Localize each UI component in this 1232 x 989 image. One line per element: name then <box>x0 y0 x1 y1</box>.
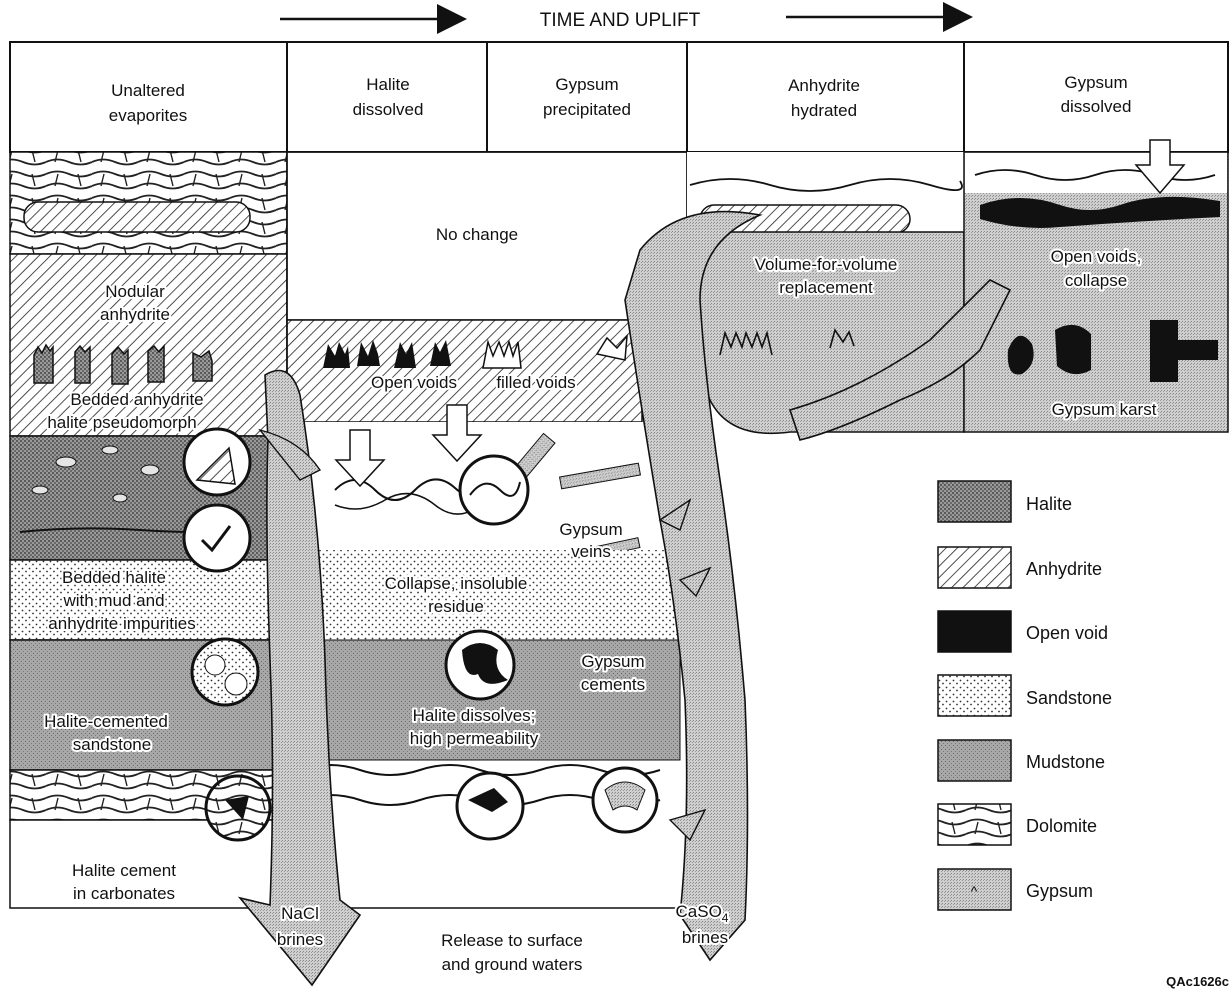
time-uplift-header: TIME AND UPLIFT <box>280 10 968 31</box>
label-halite-cemented-line2: sandstone <box>73 735 151 754</box>
legend-label-sandstone: Sandstone <box>1026 688 1112 708</box>
legend-swatch-halite <box>938 481 1011 522</box>
label-gypsum-veins-line1: Gypsum <box>559 520 622 539</box>
label-gypsum-cements-line1: Gypsum <box>581 652 644 671</box>
column-header-5-line2: dissolved <box>1061 97 1132 116</box>
label-filled-voids: filled voids <box>496 373 575 392</box>
label-gypsum-veins-line2: veins <box>571 542 611 561</box>
label-pseudomorph-line1: Bedded anhydrite <box>70 390 203 409</box>
label-nodular-line1: Nodular <box>105 282 165 301</box>
column-header-3-line2: precipitated <box>543 100 631 119</box>
label-volume-line1: Volume-for-volume <box>755 255 898 274</box>
legend-label-mudstone: Mudstone <box>1026 752 1105 772</box>
legend-swatch-anhydrite <box>938 547 1011 588</box>
caso4-subscript: 4 <box>722 911 729 925</box>
release-caption: Release to surface and ground waters <box>441 931 583 974</box>
legend-swatch-dolomite <box>938 804 1011 845</box>
column-header-1-line1: Unaltered <box>111 81 185 100</box>
label-no-change: No change <box>436 225 518 244</box>
label-collapse-line1: Collapse, insoluble <box>385 574 528 593</box>
column-header-2-line1: Halite <box>366 75 409 94</box>
label-gypsum-karst: Gypsum karst <box>1052 400 1157 419</box>
label-nacl-line2: brines <box>277 930 323 949</box>
label-halite-dissolves-line2: high permeability <box>410 729 539 748</box>
label-bedded-halite-line1: Bedded halite <box>62 568 166 587</box>
column-header-5-line1: Gypsum <box>1064 73 1127 92</box>
label-open-collapse-line1: Open voids, <box>1051 247 1142 266</box>
legend-swatch-mudstone <box>938 740 1011 781</box>
label-halite-dissolves-line1: Halite dissolves; <box>413 706 536 725</box>
caso4-formula: CaSO <box>676 902 722 921</box>
column-header-4-line1: Anhydrite <box>788 76 860 95</box>
label-bedded-halite-line2: with mud and <box>62 591 164 610</box>
column-anhydrite-hydrated: Volume-for-volume replacement <box>686 152 964 433</box>
label-halite-cement-line2: in carbonates <box>73 884 175 903</box>
column-header-2-line2: dissolved <box>353 100 424 119</box>
legend-label-gypsum: Gypsum <box>1026 881 1093 901</box>
stage-headers: Unaltered evaporites Halite dissolved Gy… <box>10 42 1228 152</box>
legend-gypsum-mark: ^ <box>971 883 978 899</box>
label-open-collapse-line2: collapse <box>1065 271 1127 290</box>
legend: Halite Anhydrite Open void Sandstone Mud… <box>938 481 1112 910</box>
label-collapse-line2: residue <box>428 597 484 616</box>
legend-label-open-void: Open void <box>1026 623 1108 643</box>
label-nodular-line2: anhydrite <box>100 305 170 324</box>
label-halite-cemented-line1: Halite-cemented <box>44 712 168 731</box>
label-halite-cement-line1: Halite cement <box>72 861 176 880</box>
label-release-line2: and ground waters <box>442 955 583 974</box>
figure-reference-code: QAc1626c <box>1166 974 1229 989</box>
column-header-3-line1: Gypsum <box>555 75 618 94</box>
column-header-4-line2: hydrated <box>791 101 857 120</box>
label-bedded-halite-line3: anhydrite impurities <box>48 614 195 633</box>
label-nacl-line1: NaCl <box>281 904 319 923</box>
legend-swatch-open-void <box>938 611 1011 652</box>
label-volume-line2: replacement <box>779 278 873 297</box>
label-release-line1: Release to surface <box>441 931 583 950</box>
label-gypsum-cements-line2: cements <box>581 675 645 694</box>
label-caso4-line2: brines <box>682 928 728 947</box>
label-pseudomorph-line2: halite pseudomorph <box>47 413 196 432</box>
column-header-1-line2: evaporites <box>109 106 187 125</box>
label-open-voids: Open voids <box>371 373 457 392</box>
header-title: TIME AND UPLIFT <box>540 10 701 31</box>
legend-label-halite: Halite <box>1026 494 1072 514</box>
legend-label-dolomite: Dolomite <box>1026 816 1097 836</box>
legend-swatch-sandstone <box>938 675 1011 716</box>
legend-label-anhydrite: Anhydrite <box>1026 559 1102 579</box>
